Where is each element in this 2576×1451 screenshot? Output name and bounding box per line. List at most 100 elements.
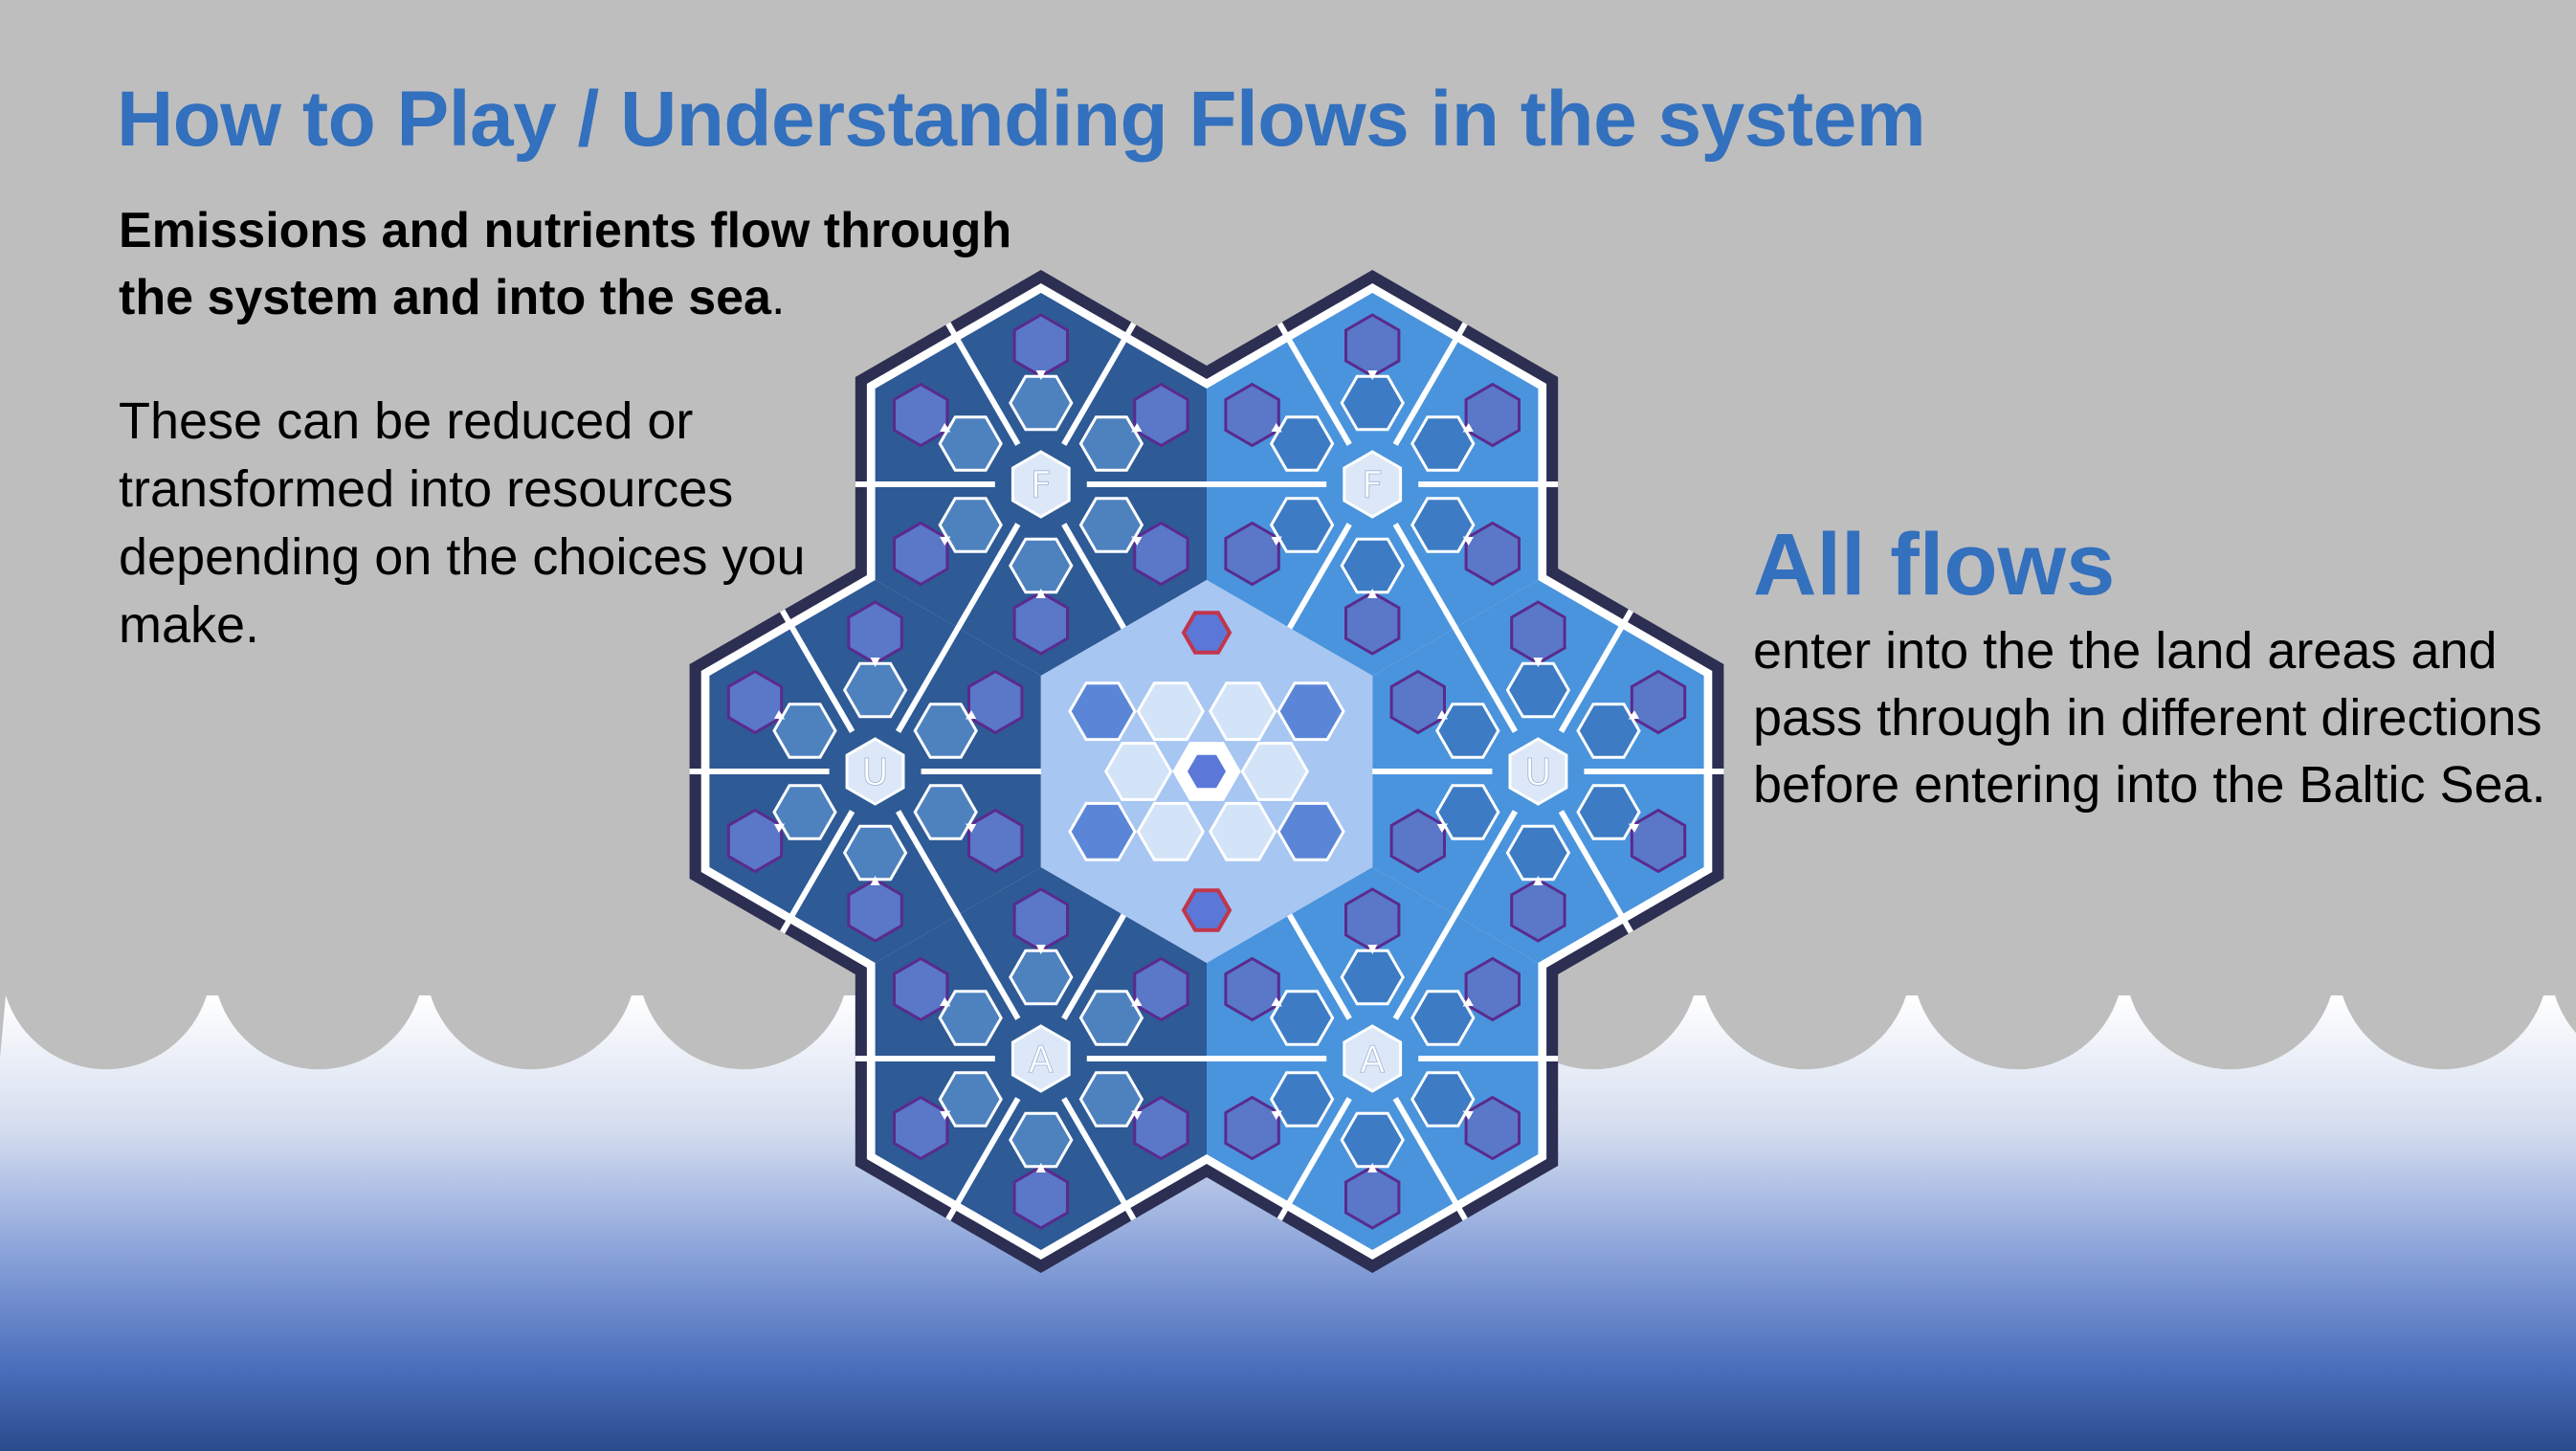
tile-divider [1392, 1097, 1468, 1221]
tile-divider [779, 609, 855, 733]
flow-hex [842, 824, 908, 882]
resource-hex [893, 382, 949, 448]
resource-hex [1389, 808, 1446, 874]
tile-divider [1277, 896, 1352, 1020]
tile-divider [1277, 1097, 1352, 1221]
flow-arrow [1271, 536, 1282, 546]
flow-arrow [1436, 710, 1449, 720]
resource-hex [1464, 956, 1521, 1022]
sea-cell [1068, 681, 1137, 742]
tile-letter: A [1029, 1038, 1054, 1081]
flow-arrow [940, 997, 951, 1007]
tile-divider [1558, 609, 1634, 733]
page-title: How to Play / Understanding Flows in the… [117, 76, 1926, 163]
flow-hex [913, 784, 978, 840]
tile-letter: F [1031, 464, 1052, 506]
flow-hex [1340, 374, 1405, 432]
tile-divider [945, 896, 1021, 1020]
tile-divider [1392, 896, 1468, 1020]
flow-arrow [1131, 536, 1143, 546]
tile-divider [1061, 896, 1137, 1020]
sea-cell [1240, 742, 1310, 801]
resource-hex [1389, 669, 1446, 735]
intro-bold-statement: Emissions and nutrients flow through the… [119, 203, 1012, 325]
flow-arrow [1131, 997, 1143, 1007]
resource-hex [893, 1095, 949, 1161]
tile-divider [895, 609, 971, 733]
tile-divider [1061, 523, 1137, 647]
tile-center-hex [1343, 450, 1403, 519]
flow-hex [1078, 415, 1144, 472]
flow-arrow [1131, 1110, 1143, 1120]
flow-arrow [1462, 423, 1474, 433]
flow-arrow [1271, 423, 1282, 433]
tile-center-hex [845, 737, 905, 806]
flow-arrow [1462, 536, 1474, 546]
flow-hex [1410, 497, 1476, 553]
flow-hex [1340, 1111, 1405, 1169]
flow-hex [842, 661, 908, 719]
land-tile-u-light: U [1352, 580, 1724, 963]
sea-cell [1208, 681, 1277, 742]
land-tile-f-dark: F [855, 293, 1227, 676]
sea-cell [1136, 681, 1206, 742]
flow-arrow [965, 823, 977, 833]
flow-hex [1435, 703, 1500, 759]
land-tile-a-light: A [1187, 867, 1559, 1250]
resource-hex [1344, 591, 1401, 656]
flow-hex [1269, 1071, 1335, 1127]
resource-hex [847, 600, 903, 665]
flow-hex [1340, 949, 1405, 1006]
all-flows-heading: All flows [1753, 516, 2116, 614]
resource-hex [1630, 808, 1687, 874]
flow-arrow [1271, 997, 1282, 1007]
resource-hex [893, 521, 949, 587]
sea-inlet [1181, 888, 1232, 932]
flow-hex [1505, 661, 1571, 719]
flow-hex [1576, 703, 1641, 759]
sea-cell [1068, 801, 1137, 861]
flow-hex [938, 990, 1003, 1046]
flow-hex [1009, 1111, 1074, 1169]
resource-hex [1224, 1095, 1280, 1161]
land-tile-u-dark: U [689, 580, 1061, 963]
tile-divider [1277, 322, 1352, 446]
tile-divider [1061, 322, 1137, 446]
tile-divider [1442, 609, 1519, 733]
resource-hex [1133, 956, 1189, 1022]
flow-arrow [940, 423, 951, 433]
flow-arrow [1628, 710, 1640, 720]
flow-hex [1078, 1071, 1144, 1127]
all-flows-description: enter into the the land areas and pass t… [1753, 622, 2546, 814]
resource-hex [726, 669, 784, 735]
flow-hex [1410, 1071, 1476, 1127]
flow-hex [1269, 497, 1335, 553]
tile-divider [779, 810, 855, 934]
flow-arrow [940, 1110, 951, 1120]
resource-hex [1344, 1165, 1401, 1230]
intro-body-text: These can be reduced or transformed into… [119, 392, 806, 654]
tile-divider [1277, 523, 1352, 647]
flow-hex [1009, 537, 1074, 594]
sea-core [1188, 754, 1226, 789]
flow-arrow [1271, 1110, 1282, 1120]
tile-divider [945, 322, 1021, 446]
sea-cell [1136, 801, 1206, 861]
flow-hex [1410, 990, 1476, 1046]
resource-hex [1133, 521, 1189, 587]
resource-hex [1464, 521, 1521, 587]
flow-hex [913, 703, 978, 759]
resource-hex [1224, 382, 1280, 448]
sea-cell [1103, 742, 1173, 801]
tile-letter: F [1362, 464, 1383, 506]
flow-hex [772, 703, 837, 759]
tile-letter: U [1524, 751, 1551, 793]
flow-hex [1269, 415, 1335, 472]
tile-letter: U [862, 751, 889, 793]
resource-hex [1344, 313, 1401, 378]
resource-hex [1133, 1095, 1189, 1161]
flow-hex [938, 497, 1003, 553]
resource-hex [847, 878, 903, 943]
land-tile-f-light: F [1187, 293, 1559, 676]
